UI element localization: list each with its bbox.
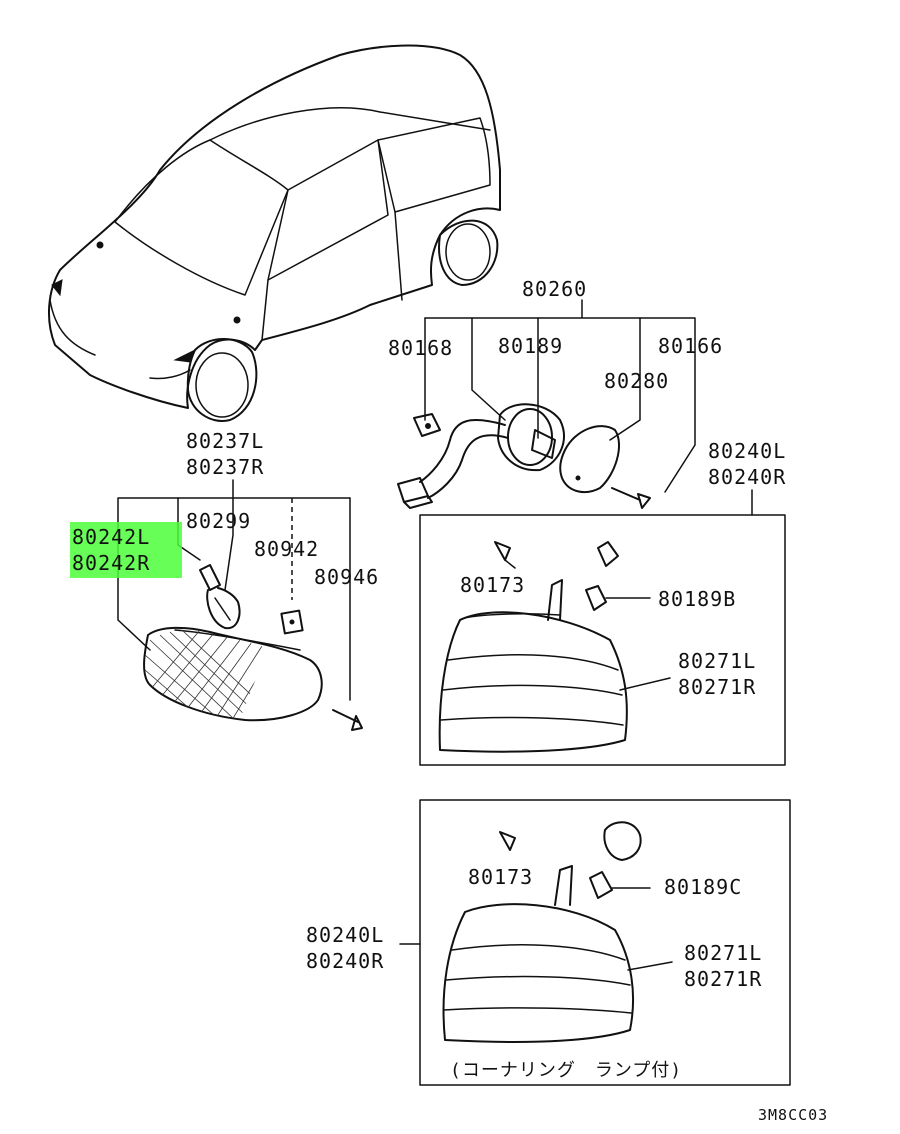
label-80242L[interactable]: 80242L xyxy=(72,525,150,549)
socket-icon xyxy=(397,403,565,509)
socket-harness-assembly xyxy=(397,299,696,509)
label-80260[interactable]: 80260 xyxy=(522,277,587,301)
label-80173-b[interactable]: 80173 xyxy=(468,865,533,889)
label-80242R[interactable]: 80242R xyxy=(72,551,150,575)
cornering-lamp-note: (コーナリング ランプ付) xyxy=(450,1060,682,1081)
label-80240R-top[interactable]: 80240R xyxy=(708,465,786,489)
label-80240L-top[interactable]: 80240L xyxy=(708,439,786,463)
tail-lamp-box-2 xyxy=(399,799,791,1086)
tail-lamp-box-1 xyxy=(419,489,786,766)
side-lamp-lens-icon xyxy=(143,626,323,722)
label-80271L-b[interactable]: 80271L xyxy=(684,941,762,965)
label-80237R[interactable]: 80237R xyxy=(186,455,264,479)
highlight-80242 xyxy=(70,522,182,578)
clip-icon xyxy=(280,609,304,635)
label-80189C[interactable]: 80189C xyxy=(664,875,742,899)
car-illustration xyxy=(48,44,501,422)
label-80166[interactable]: 80166 xyxy=(658,334,723,358)
label-80189B[interactable]: 80189B xyxy=(658,587,736,611)
label-80946[interactable]: 80946 xyxy=(314,565,379,589)
bulb-icon xyxy=(199,564,241,630)
screw-icon xyxy=(332,709,363,731)
screw-icon xyxy=(611,487,651,509)
label-80240L-bottom[interactable]: 80240L xyxy=(306,923,384,947)
label-80240R-bottom[interactable]: 80240R xyxy=(306,949,384,973)
part-labels: 80260 80168 80189 80166 80280 80240L 802… xyxy=(72,277,828,1124)
label-80299[interactable]: 80299 xyxy=(186,509,251,533)
connector-icon xyxy=(413,413,441,437)
label-80237L[interactable]: 80237L xyxy=(186,429,264,453)
label-80942[interactable]: 80942 xyxy=(254,537,319,561)
gasket-icon xyxy=(559,425,620,494)
label-80271R-a[interactable]: 80271R xyxy=(678,675,756,699)
label-80173-a[interactable]: 80173 xyxy=(460,573,525,597)
label-80271L-a[interactable]: 80271L xyxy=(678,649,756,673)
label-80280[interactable]: 80280 xyxy=(604,369,669,393)
side-lamp-assembly xyxy=(117,479,363,731)
label-80189[interactable]: 80189 xyxy=(498,334,563,358)
label-80271R-b[interactable]: 80271R xyxy=(684,967,762,991)
diagram-code: 3M8CC03 xyxy=(758,1106,828,1124)
label-80168[interactable]: 80168 xyxy=(388,336,453,360)
